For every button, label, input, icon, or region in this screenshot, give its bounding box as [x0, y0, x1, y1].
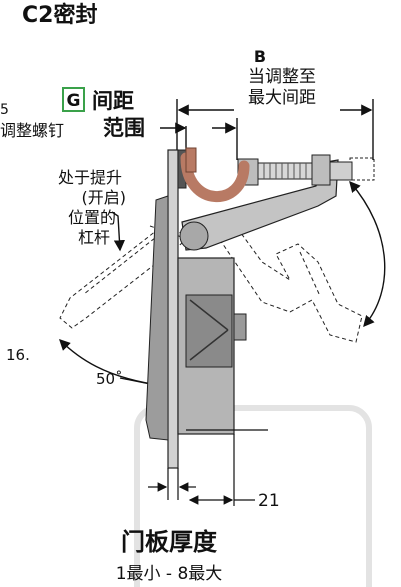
lever-label-line3: 位置的	[68, 208, 116, 227]
swing-arc	[349, 180, 386, 328]
ref-number-16: 16.	[6, 346, 30, 364]
dimension-21: 21	[258, 491, 280, 511]
latch-cam	[185, 294, 233, 368]
b-dimension-letter: B	[254, 47, 266, 66]
background-frame	[134, 405, 372, 587]
door-thickness-range: 1最小 - 8最大	[116, 564, 223, 584]
gap-range-line1: 间距	[92, 89, 134, 113]
b-dimension-line2: 最大间距	[248, 88, 316, 108]
screw-threads	[263, 163, 307, 179]
ref-number-5: 5	[0, 102, 9, 118]
gap-range-line2: 范围	[103, 116, 145, 140]
lever-label-line1: 处于提升	[58, 168, 122, 187]
lever-label-line2: (开启)	[82, 188, 127, 207]
copper-bracket-tab	[185, 147, 197, 173]
screw-nut-right	[311, 154, 331, 186]
latch-nut	[233, 313, 247, 341]
door-plate	[167, 149, 179, 469]
g-badge-box	[62, 87, 85, 112]
screw-extended-outline	[349, 157, 375, 181]
latch-cam-lines	[189, 299, 229, 361]
adjust-screw-label: 调整螺钉	[0, 121, 64, 140]
door-thickness-title: 门板厚度	[121, 528, 218, 556]
lever-pivot	[179, 221, 209, 251]
lever-label-line4: 杠杆	[78, 228, 110, 247]
copper-bracket	[180, 152, 250, 203]
angle-label: 50˚	[96, 370, 123, 388]
lever-swung-outline	[211, 217, 363, 343]
lever-pointer	[111, 211, 126, 252]
page-title: C2密封	[22, 2, 97, 28]
screw-tip	[329, 161, 353, 181]
g-badge: G	[67, 91, 81, 111]
b-dimension-line1: 当调整至	[248, 67, 316, 87]
latch-side	[145, 195, 169, 441]
